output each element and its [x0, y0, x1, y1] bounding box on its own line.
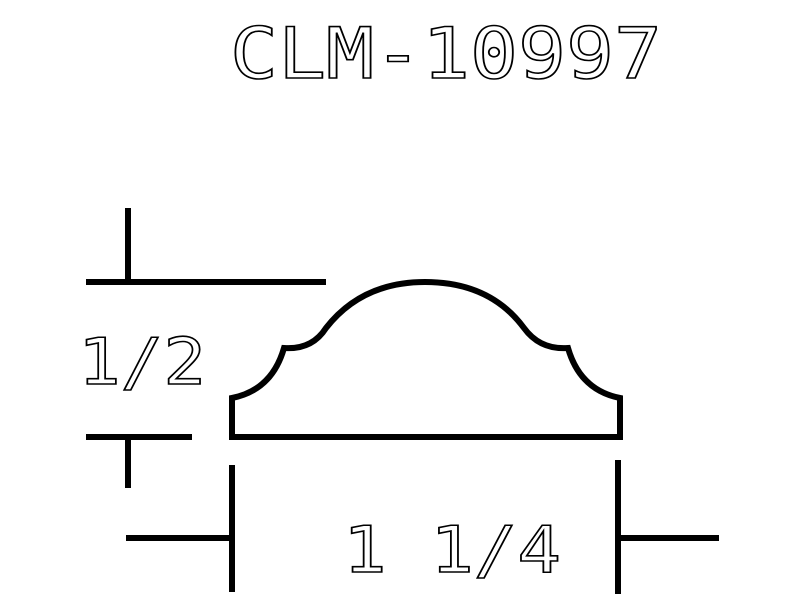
height-dimension: 1/2 — [77, 208, 326, 488]
part-number-title: CLM-10997 — [230, 13, 662, 95]
molding-profile-outline — [229, 278, 623, 440]
width-dimension: 1 1/4 — [126, 460, 719, 594]
height-dimension-label: 1/2 — [78, 326, 206, 400]
width-dimension-label: 1 1/4 — [343, 514, 561, 588]
